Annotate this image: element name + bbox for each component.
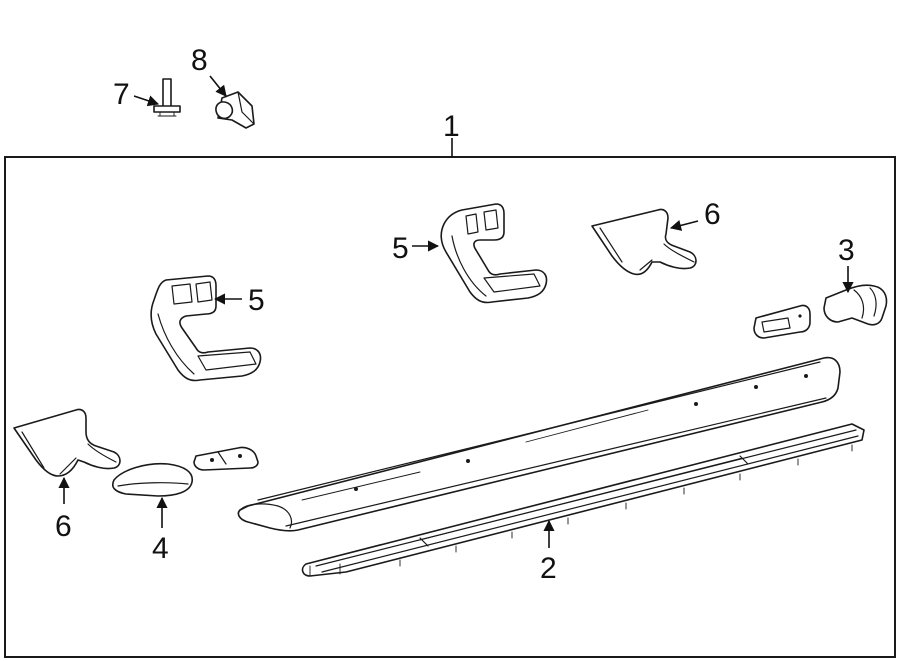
end-cover-left[interactable]: [13, 408, 121, 477]
leader-6a: [669, 220, 699, 231]
callout-8: 8: [191, 44, 208, 77]
callout-6-upper: 6: [704, 198, 721, 231]
step-pad-part[interactable]: [301, 423, 865, 577]
callout-2: 2: [540, 552, 557, 585]
leader-8: [209, 75, 227, 97]
clip-nut-part[interactable]: [215, 91, 255, 129]
cover-cap-part[interactable]: [111, 462, 193, 497]
callout-1: 1: [443, 110, 460, 143]
end-cover-upper[interactable]: [591, 208, 697, 276]
callout-4: 4: [152, 532, 169, 565]
end-cap-part[interactable]: [823, 284, 888, 326]
running-board-part[interactable]: [237, 356, 841, 532]
leader-7: [133, 95, 160, 107]
callout-5-left: 5: [248, 284, 265, 317]
callout-5-upper: 5: [392, 232, 409, 265]
mounting-bracket-left[interactable]: [150, 275, 262, 382]
retainer-clip[interactable]: [193, 446, 259, 471]
bolt-part[interactable]: [153, 78, 181, 117]
assembly-frame: [4, 156, 896, 658]
callout-7: 7: [113, 78, 130, 111]
mounting-bracket-upper[interactable]: [440, 203, 548, 304]
callout-6-left: 6: [55, 510, 72, 543]
callout-3: 3: [838, 234, 855, 267]
end-cap-clip[interactable]: [753, 304, 811, 339]
